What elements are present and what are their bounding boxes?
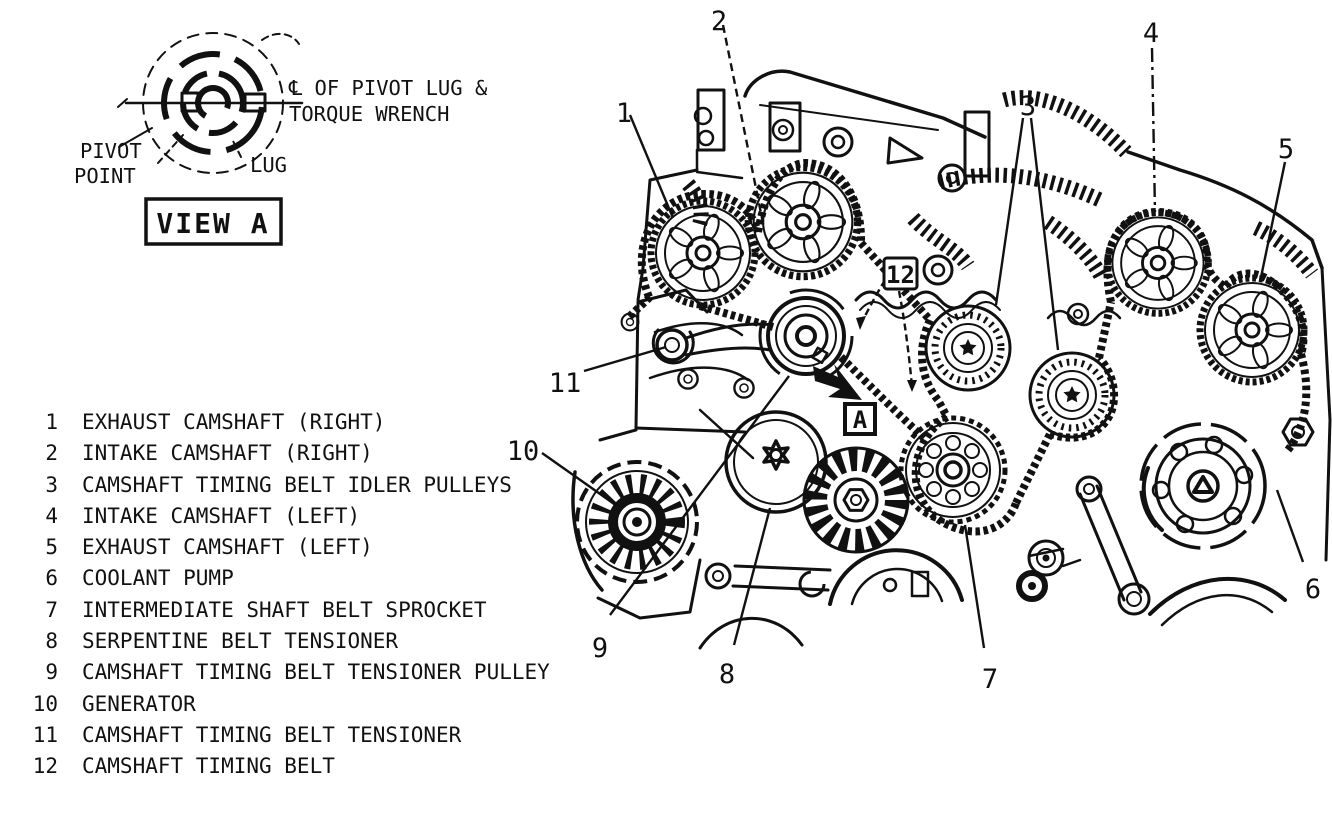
legend-text: COOLANT PUMP: [82, 566, 234, 591]
legend-item: 10 GENERATOR: [18, 692, 598, 717]
callout-2: 2: [711, 6, 727, 37]
legend-item: 6 COOLANT PUMP: [18, 566, 598, 591]
cam-sprocket-1-exhaust-right: [651, 201, 755, 305]
callouts: 1 2 3 4 5 6 7 8 9 10 11: [507, 6, 1321, 695]
belt-label-box-12: 12: [856, 256, 919, 392]
engine-block-structure: [571, 69, 1332, 650]
leader-8: [732, 507, 772, 646]
corrugated-hose-6: [1252, 221, 1318, 279]
legend-item: 12 CAMSHAFT TIMING BELT: [18, 754, 598, 779]
star-bolt: [762, 439, 790, 471]
leader-5: [1258, 161, 1287, 283]
legend-num: 3: [45, 472, 58, 497]
legend-item: 3 CAMSHAFT TIMING BELT IDLER PULLEYS: [18, 473, 598, 498]
legend-item: 8 SERPENTINE BELT TENSIONER: [18, 629, 598, 654]
legend-text: SERPENTINE BELT TENSIONER: [82, 629, 399, 654]
legend-item: 4 INTAKE CAMSHAFT (LEFT): [18, 504, 598, 529]
corrugated-hose-3: [907, 212, 975, 271]
view-direction-arrow: A: [813, 364, 877, 436]
pivot-point-leader: [118, 127, 153, 148]
leader-11: [583, 345, 667, 373]
leader-9: [609, 375, 790, 616]
corrugated-hose-1: [938, 167, 1104, 207]
legend-text: CAMSHAFT TIMING BELT: [82, 754, 335, 779]
view-a-box: [144, 197, 283, 246]
legend-text: GENERATOR: [82, 691, 196, 716]
legend-num: 4: [45, 503, 58, 528]
legend-num: 5: [45, 535, 58, 560]
legend-num: 8: [45, 629, 58, 654]
legend-num: 10: [32, 691, 58, 716]
view-arrow-label: A: [853, 406, 868, 434]
legend-text: EXHAUST CAMSHAFT (RIGHT): [82, 410, 386, 434]
legend-item: 1 EXHAUST CAMSHAFT (RIGHT): [18, 410, 598, 435]
hex-bolt: [1281, 417, 1315, 447]
legend-text: INTAKE CAMSHAFT (LEFT): [82, 503, 361, 528]
tensioner-pulley-9: [758, 288, 854, 384]
legend-text: INTERMEDIATE SHAFT BELT SPROCKET: [82, 597, 487, 622]
view-a-label: VIEW A: [156, 207, 269, 240]
legend-text: INTAKE CAMSHAFT (RIGHT): [82, 441, 373, 466]
legend-item: 2 INTAKE CAMSHAFT (RIGHT): [18, 441, 598, 466]
callout-5: 5: [1278, 134, 1294, 165]
callout-6: 6: [1305, 574, 1321, 605]
legend-item: 5 EXHAUST CAMSHAFT (LEFT): [18, 535, 598, 560]
idler-pulley-b: [1030, 353, 1114, 437]
legend-num: 2: [45, 441, 58, 466]
leader-2: [721, 24, 766, 229]
leader-3a: [994, 117, 1025, 306]
generator-10: [575, 460, 699, 584]
belt-label: 12: [886, 261, 915, 289]
callout-4: 4: [1143, 18, 1159, 49]
legend-text: CAMSHAFT TIMING BELT TENSIONER PULLEY: [82, 660, 550, 685]
leader-7: [963, 524, 986, 649]
lug-label: LUG: [250, 153, 287, 177]
callout-11: 11: [549, 368, 582, 399]
legend-num: 11: [32, 722, 58, 747]
callout-8: 8: [719, 659, 735, 690]
legend-text: CAMSHAFT TIMING BELT TENSIONER: [82, 722, 462, 747]
leader-4: [1150, 47, 1157, 213]
legend-num: 6: [45, 566, 58, 591]
callout-3: 3: [1020, 91, 1036, 122]
belt-tensioner-11: [651, 322, 774, 365]
corrugated-hose-4: [1043, 215, 1109, 282]
pivot-point-label-line1: PIVOT: [80, 139, 142, 163]
arrow-icon: [813, 364, 862, 400]
legend-text: CAMSHAFT TIMING BELT IDLER PULLEYS: [82, 472, 512, 497]
intermediate-sprocket-7: [898, 415, 1008, 525]
legend-text: EXHAUST CAMSHAFT (LEFT): [82, 535, 373, 560]
callout-9: 9: [592, 633, 608, 664]
legend-num: 7: [45, 597, 58, 622]
legend-num: 1: [45, 410, 58, 434]
legend-item: 7 INTERMEDIATE SHAFT BELT SPROCKET: [18, 598, 598, 623]
view-a-inset: ℄ OF PIVOT LUG & TORQUE WRENCH PIVOT POI…: [74, 32, 488, 246]
callout-1: 1: [616, 98, 632, 129]
leader-10: [541, 452, 621, 509]
ribbed-pulley: [802, 446, 910, 554]
leader-1: [628, 114, 675, 219]
coolant-pump-6: [1139, 422, 1267, 550]
corrugated-hose-5: [682, 179, 709, 229]
centerline-note-line2: TORQUE WRENCH: [289, 102, 449, 126]
pivot-point-label-line2: POINT: [74, 164, 136, 188]
cam-sprocket-2-intake-right: [748, 167, 857, 276]
legend-num: 12: [32, 754, 58, 779]
leader-6: [1275, 489, 1305, 563]
legend-num: 9: [45, 660, 58, 685]
centerline-note-line1: ℄ OF PIVOT LUG &: [288, 76, 488, 100]
legend-item: 11 CAMSHAFT TIMING BELT TENSIONER: [18, 723, 598, 748]
callout-10: 10: [507, 436, 540, 467]
cam-sprocket-5-exhaust-left: [1200, 278, 1304, 382]
leader-3b: [1029, 117, 1060, 351]
legend-item: 9 CAMSHAFT TIMING BELT TENSIONER PULLEY: [18, 660, 598, 685]
idler-pulley-a: [926, 306, 1010, 390]
cam-sprocket-4-intake-left: [1108, 213, 1209, 314]
callout-7: 7: [982, 664, 998, 695]
